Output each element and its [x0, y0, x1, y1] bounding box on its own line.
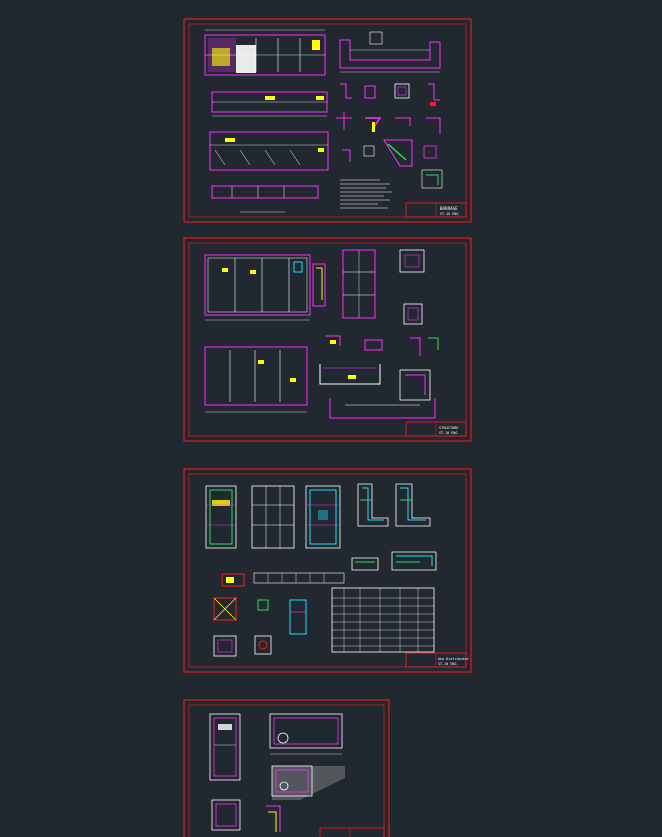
sheet-inner-border [188, 23, 467, 218]
reinforcement-panel-1 [205, 485, 237, 549]
plan-view-upper [204, 254, 311, 321]
title-block-4[interactable] [319, 827, 385, 837]
sheet-inner-border [188, 242, 467, 437]
reinforcement-panel-3 [305, 485, 341, 549]
sheet-subtitle: ST-10 ENG [440, 212, 458, 216]
sheet-title: BARRAGE [440, 206, 458, 211]
title-block-3[interactable]: Akw Distributor ST-10 ENG [405, 652, 469, 668]
sheet-border [183, 18, 472, 223]
elevation-view-2 [209, 131, 329, 171]
plan-view [204, 29, 326, 76]
channel-section [319, 364, 436, 419]
title-block-1[interactable]: BARRAGE ST-10 ENG [405, 202, 467, 218]
notes-block [340, 179, 392, 209]
sheet-inner-border [188, 473, 467, 668]
bar-schedule-strip [221, 572, 345, 587]
bar-schedule-table [331, 587, 435, 653]
drawing-sheet-3[interactable]: Akw Distributor ST-10 ENG [183, 468, 472, 673]
drawing-sheet-1[interactable]: BARRAGE ST-10 ENG [183, 18, 472, 223]
section-view [339, 31, 441, 73]
channel-detail [312, 263, 326, 307]
column-details [213, 597, 307, 657]
tank-section [271, 765, 345, 800]
sheet-subtitle: ST-10 ENG [439, 431, 457, 435]
plan-view-lower [204, 346, 308, 413]
tank-plan-vertical [209, 713, 241, 781]
detail-cluster [336, 83, 443, 189]
reinforcement-panel-2 [251, 485, 295, 549]
wall-section-details [351, 483, 437, 571]
section-vertical [342, 249, 376, 319]
sheet-title: Akw Distributor [438, 657, 469, 661]
sheet-inner-border [188, 704, 385, 837]
tank-details-lower [211, 799, 385, 837]
sheet-border [183, 699, 390, 837]
sheet-border [183, 468, 472, 673]
title-block-2[interactable]: STRUCTURE ST-10 ENG [405, 421, 467, 437]
elevation-view-3 [211, 185, 319, 213]
sheet-border [183, 237, 472, 442]
elevation-view-1 [211, 91, 328, 117]
detail-cluster-2 [325, 249, 439, 356]
drawing-sheet-4[interactable] [183, 699, 390, 837]
tank-elevation [269, 713, 343, 755]
sheet-subtitle: ST-10 ENG [438, 662, 456, 666]
sheet-title: STRUCTURE [439, 426, 458, 430]
drawing-sheet-2[interactable]: STRUCTURE ST-10 ENG [183, 237, 472, 442]
